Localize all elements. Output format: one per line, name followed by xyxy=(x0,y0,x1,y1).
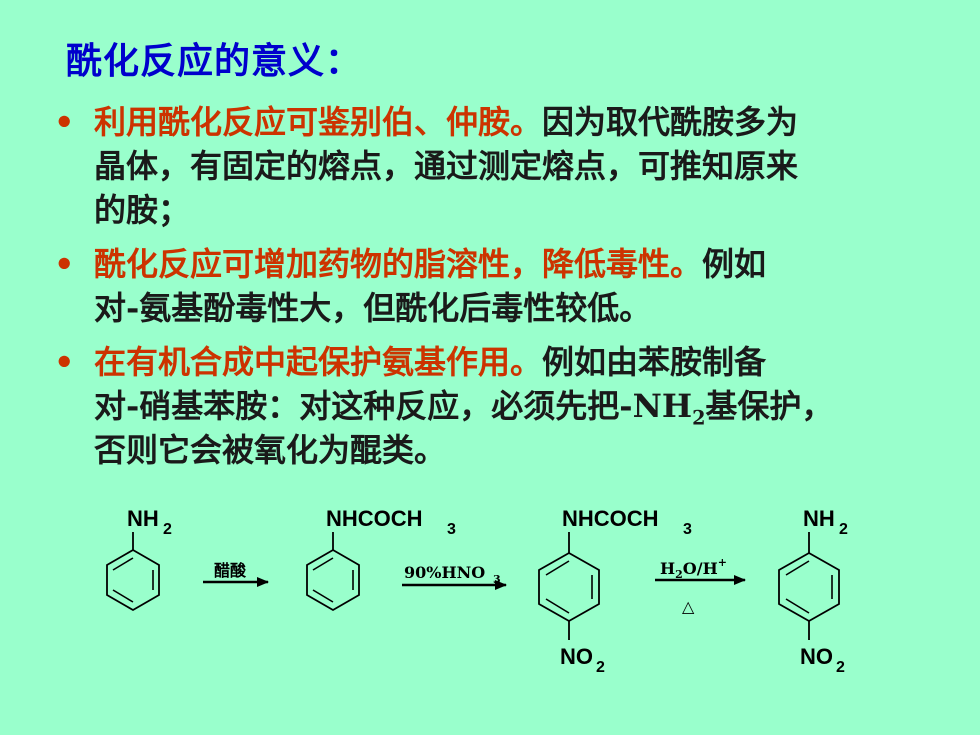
top-group-label: NHCOCH xyxy=(562,506,659,531)
bullet-line: 酰化反应可增加药物的脂溶性，降低毒性。例如 xyxy=(94,242,955,286)
page-title: 酰化反应的意义： xyxy=(66,40,363,82)
benzene-ring xyxy=(306,548,360,612)
compound-aniline: NH 2 xyxy=(106,506,172,612)
bottom-group-subscript: 2 xyxy=(836,659,845,676)
top-group-label: NH xyxy=(127,506,159,531)
reaction-scheme: NH 2 醋酸 NHCOCH 3 90%HNO 3 NHCOCH 3 xyxy=(106,506,848,676)
arrow-reagent-label: 90%HNO xyxy=(404,563,485,582)
double-bond xyxy=(785,598,810,614)
body-text: 对-硝基苯胺：对这种反应，必须先把-NH xyxy=(94,387,693,425)
bottom-group-subscript: 2 xyxy=(596,659,605,676)
compound-acetanilide: NHCOCH 3 xyxy=(306,506,456,612)
highlight-text: 利用酰化反应可鉴别伯、仲胺。 xyxy=(94,103,543,141)
bullet-line: 对-硝基苯胺：对这种反应，必须先把-NH2基保护， xyxy=(94,384,955,428)
body-text: 例如由苯胺制备 xyxy=(542,343,767,381)
bullet-line: 晶体，有固定的熔点，通过测定熔点，可推知原来 xyxy=(94,147,799,185)
bullet-marker: • xyxy=(54,103,75,141)
bullet-line: 否则它会被氧化为醌类。 xyxy=(94,431,447,469)
top-group-subscript: 3 xyxy=(683,521,692,538)
body-text: 例如 xyxy=(702,245,767,283)
arrow-reagent-subscript: 3 xyxy=(493,573,501,586)
arrow-reagent-label: H2O/H+ xyxy=(660,556,727,581)
arrow-reagent-label: 醋酸 xyxy=(214,561,247,580)
double-bond xyxy=(785,560,810,576)
body-text: 基保护， xyxy=(705,387,834,425)
top-group-label: NH xyxy=(803,506,835,531)
bullet-marker: • xyxy=(54,343,75,381)
bullet-marker: • xyxy=(54,245,75,283)
bullet-protection: • 在有机合成中起保护氨基作用。例如由苯胺制备 对-硝基苯胺：对这种反应，必须先… xyxy=(50,340,955,472)
top-group-subscript: 2 xyxy=(839,521,848,538)
double-bond xyxy=(545,560,570,576)
top-group-subscript: 2 xyxy=(163,521,172,538)
benzene-ring xyxy=(106,548,160,612)
top-group-label: NHCOCH xyxy=(326,506,423,531)
compound-p-nitroacetanilide: NHCOCH 3 NO 2 xyxy=(538,506,692,676)
benzene-ring xyxy=(778,551,840,623)
body-text: 因为取代酰胺多为 xyxy=(542,103,799,141)
double-bond xyxy=(112,589,134,603)
reaction-arrow-hydrolysis: H2O/H+ △ xyxy=(655,556,746,616)
bottom-group-label: NO xyxy=(800,644,833,669)
highlight-text: 在有机合成中起保护氨基作用。 xyxy=(94,343,543,381)
double-bond xyxy=(312,589,334,603)
subscript: 2 xyxy=(692,406,706,430)
benzene-ring xyxy=(538,551,600,623)
bullet-line: 利用酰化反应可鉴别伯、仲胺。因为取代酰胺多为 xyxy=(94,100,955,144)
reaction-arrow-nitration: 90%HNO 3 xyxy=(402,563,507,590)
bullet-line: 对-氨基酚毒性大，但酰化后毒性较低。 xyxy=(94,289,652,327)
highlight-text: 酰化反应可增加药物的脂溶性，降低毒性。 xyxy=(94,245,703,283)
compound-p-nitroaniline: NH 2 NO 2 xyxy=(778,506,848,676)
bullet-list: • 利用酰化反应可鉴别伯、仲胺。因为取代酰胺多为 晶体，有固定的熔点，通过测定熔… xyxy=(50,100,955,472)
heat-symbol: △ xyxy=(682,597,695,616)
bullet-line: 的胺； xyxy=(94,191,191,229)
reaction-arrow-acetic-acid: 醋酸 xyxy=(203,561,269,587)
bullet-line: 在有机合成中起保护氨基作用。例如由苯胺制备 xyxy=(94,340,955,384)
bullet-identification: • 利用酰化反应可鉴别伯、仲胺。因为取代酰胺多为 晶体，有固定的熔点，通过测定熔… xyxy=(50,100,955,232)
double-bond xyxy=(112,557,134,571)
double-bond xyxy=(545,598,570,614)
double-bond xyxy=(312,557,334,571)
bullet-toxicity: • 酰化反应可增加药物的脂溶性，降低毒性。例如 对-氨基酚毒性大，但酰化后毒性较… xyxy=(50,242,955,330)
top-group-subscript: 3 xyxy=(447,521,456,538)
bottom-group-label: NO xyxy=(560,644,593,669)
